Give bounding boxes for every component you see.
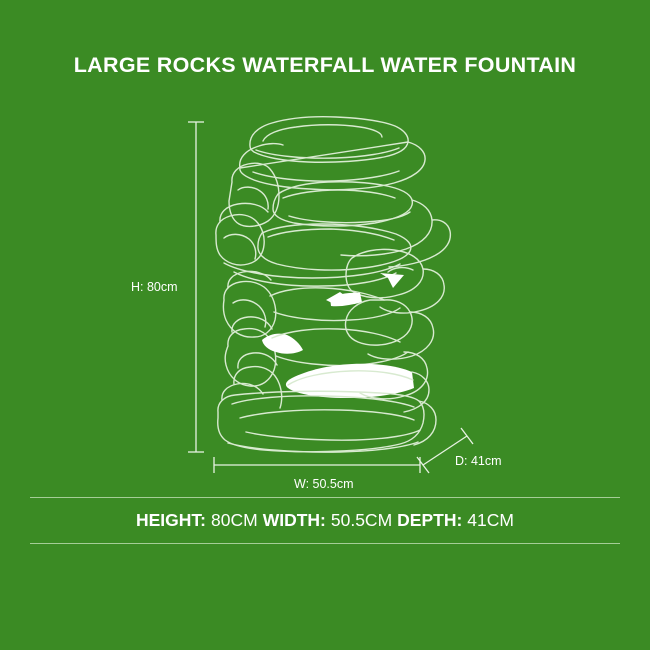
summary-height-value: 80CM bbox=[211, 510, 258, 530]
summary-width-value: 50.5CM bbox=[330, 510, 393, 530]
summary-height-key: HEIGHT: bbox=[136, 510, 206, 530]
height-dimension-label: H: 80cm bbox=[131, 280, 178, 294]
summary-depth-key: DEPTH: bbox=[397, 510, 463, 530]
depth-dimension-label: D: 41cm bbox=[455, 454, 502, 468]
width-dimension-label: W: 50.5cm bbox=[294, 477, 354, 491]
dimension-lines bbox=[188, 121, 474, 474]
depth-cap-upper bbox=[460, 427, 474, 445]
depth-cap-lower bbox=[416, 456, 430, 474]
depth-dimension-line bbox=[422, 435, 468, 466]
summary-width-key: WIDTH: bbox=[262, 510, 326, 530]
divider-top bbox=[30, 497, 620, 498]
divider-bottom bbox=[30, 543, 620, 544]
rock-fountain-illustration bbox=[215, 116, 452, 453]
page-title: LARGE ROCKS WATERFALL WATER FOUNTAIN bbox=[73, 53, 577, 77]
summary-depth-value: 41CM bbox=[467, 510, 514, 530]
